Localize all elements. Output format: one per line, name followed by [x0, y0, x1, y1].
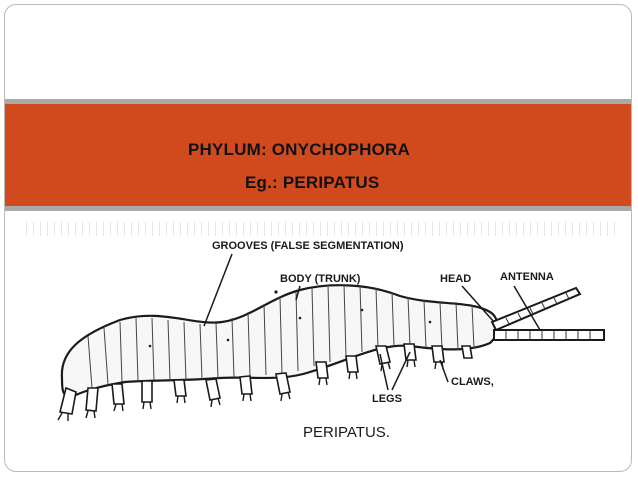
antenna-rings [505, 292, 591, 340]
body-speckles [148, 290, 432, 348]
label-claws: CLAWS, [451, 376, 494, 388]
slide-title: PHYLUM: ONYCHOPHORA [188, 140, 410, 159]
body-grooves [87, 283, 475, 389]
slide-subtitle: Eg.: PERIPATUS [245, 173, 380, 192]
legs [59, 343, 473, 415]
title-band [5, 99, 631, 211]
label-pointers [203, 253, 541, 391]
antennae [490, 286, 605, 341]
label-antenna: ANTENNA [500, 271, 554, 283]
diagram-caption: PERIPATUS. [303, 424, 390, 441]
label-body: BODY (TRUNK) [280, 273, 361, 285]
scan-texture [26, 222, 616, 236]
label-head: HEAD [440, 273, 471, 285]
label-legs: LEGS [372, 393, 402, 405]
claws [57, 359, 444, 421]
label-grooves: GROOVES (FALSE SEGMENTATION) [212, 240, 404, 252]
